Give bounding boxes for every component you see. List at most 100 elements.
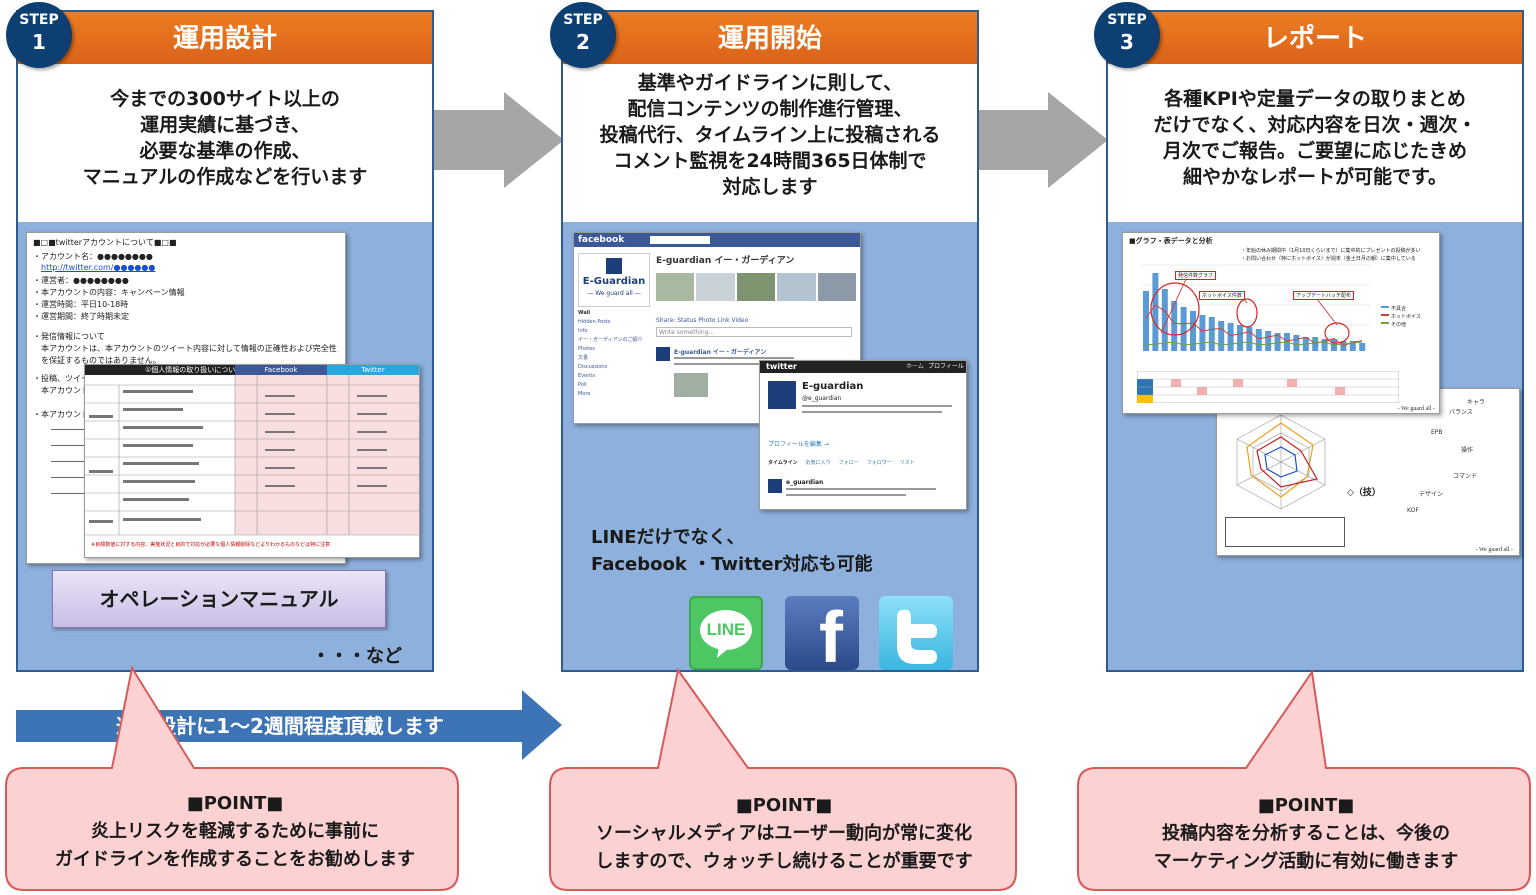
point-1-text: 炎上リスクを軽減するために事前に ガイドラインを作成することをお勧めします	[55, 821, 415, 870]
chart-note: ・お問い合わせ（特にホットボイス）が週末（金土日月の朝）に集中している	[1241, 256, 1416, 262]
step3-panel: レポート 各種KPIや定量データの取りまとめ だけでなく、対応内容を日次・週次・…	[1106, 10, 1524, 672]
report-bar	[1208, 317, 1215, 351]
step2-badge: STEP 2	[550, 2, 616, 68]
analysis-chart-report: ■グラフ・表データと分析 ・年始の休み期間中（1月10日くらいまで）に集中的にプ…	[1122, 232, 1440, 414]
facebook-post-photo	[674, 373, 708, 397]
facebook-nav-item[interactable]: イー・ガーディアンのご紹介	[578, 337, 643, 343]
report-bar	[1190, 311, 1196, 351]
facebook-search-input[interactable]	[650, 236, 710, 244]
facebook-nav-item[interactable]: Events	[578, 373, 595, 379]
photo-thumb	[736, 273, 776, 301]
guideline-doc-line: ・運営期間：終了時期未定	[33, 312, 129, 321]
point-1-title: ■POINT■	[186, 793, 284, 814]
point-3-text: 投稿内容を分析することは、今後の マーケティング活動に有効に働きます	[1153, 823, 1459, 872]
operation-manual-label: オペレーションマニュアル	[52, 570, 386, 628]
table-head-twitter: Twitter	[327, 365, 419, 375]
facebook-nav-item[interactable]: Photos	[578, 346, 595, 352]
eguardian-logo-mark	[606, 258, 622, 274]
radar-label: バランス	[1449, 409, 1473, 416]
report-bar	[1180, 307, 1187, 351]
flow-arrow-1-2	[432, 92, 564, 188]
twitter-tab[interactable]: お気に入り	[805, 460, 831, 466]
facebook-page-screenshot: facebook E-Guardian ― We guard all ― Wal…	[573, 232, 861, 424]
report-bar	[1246, 327, 1253, 351]
facebook-nav-item[interactable]: Discussions	[578, 364, 608, 370]
guideline-doc-line: http://twitter.com/●●●●●●	[41, 263, 156, 272]
step1-badge-number: 1	[32, 30, 46, 54]
twitter-nav-profile[interactable]: プロフィール	[928, 363, 964, 370]
chart-note: ・年始の休み期間中（1月10日くらいまで）に集中的にプレゼントの投稿が多い	[1241, 248, 1421, 254]
guideline-doc-line: ・発信情報について	[33, 332, 105, 341]
twitter-tweet-user: e_guardian	[786, 479, 824, 486]
facebook-post-text	[674, 357, 794, 359]
chart-legend-item: その他	[1391, 322, 1407, 328]
facebook-nav-item[interactable]: Wall	[578, 310, 591, 316]
table-footnote: ※目標数値に対する内容、実施状況と目的で対応が必要な個人情報削除などよりわかるも…	[91, 542, 331, 548]
doc-text-line	[51, 429, 91, 430]
radar-label: EPB	[1431, 429, 1443, 436]
point-bubble-3-shape	[1077, 669, 1531, 891]
design-period-arrow	[16, 690, 562, 760]
facebook-post-text	[674, 363, 774, 365]
point-bubble-1-shape	[5, 665, 459, 891]
radar-label: キャラ	[1467, 399, 1486, 406]
facebook-nav-item[interactable]: Poll	[578, 382, 587, 388]
twitter-bio	[802, 411, 942, 413]
twitter-name: E-guardian	[802, 381, 864, 392]
report-bar	[1161, 289, 1168, 351]
guideline-doc-line: ・本アカウントの内容：キャンペーン情報	[33, 288, 185, 297]
guideline-doc-line: ・本アカウントに対	[33, 410, 105, 419]
callout-label: ホットボイス件数	[1199, 291, 1245, 300]
report-bar	[1237, 325, 1243, 351]
step2-description: 基準やガイドラインに則して、 配信コンテンツの制作進行管理、 投稿代行、タイムラ…	[563, 64, 977, 222]
table-grid	[85, 375, 419, 536]
facebook-nav-item[interactable]: More	[578, 391, 591, 397]
facebook-icon-letter: f	[819, 598, 843, 670]
facebook-icon: f	[785, 596, 859, 670]
twitter-tab[interactable]: フォロー	[838, 460, 859, 466]
report-bar	[1218, 321, 1225, 351]
twitter-bio	[802, 405, 952, 407]
callout-label: 発信件数グラフ	[1175, 271, 1217, 280]
step1-title: 運用設計	[18, 12, 432, 64]
guideline-doc-line: ・運営者：●●●●●●●●	[33, 276, 129, 285]
twitter-tab[interactable]: タイムライン	[768, 460, 798, 466]
facebook-nav: Wall Hidden Posts Info イー・ガーディアンのご紹介 Pho…	[578, 309, 648, 399]
step2-badge-label: STEP	[563, 12, 603, 28]
chart-legend-swatches	[1381, 306, 1389, 324]
twitter-profile-screenshot: twitter ホーム プロフィール E-guardian @e_guardia…	[759, 360, 967, 510]
facebook-nav-item[interactable]: 文書	[578, 355, 589, 361]
twitter-nav-home[interactable]: ホーム	[906, 363, 924, 370]
guideline-table: ①個人情報の取り扱いについて Facebook Twitter	[84, 364, 420, 558]
twitter-tweet-text	[786, 488, 936, 490]
radar-label: デザイン	[1419, 491, 1444, 498]
point-3-title: ■POINT■	[1257, 795, 1355, 816]
point-2-text: ソーシャルメディアはユーザー動向が常に変化 しますので、ウォッチし続けることが重…	[595, 823, 973, 872]
twitter-profile-edit-link[interactable]: プロフィールを編集 →	[768, 441, 829, 448]
chart-legend-item: ホットボイス	[1391, 314, 1421, 320]
facebook-share-bar[interactable]: Share: Status Photo Link Video	[656, 317, 749, 324]
callout-label: アップデートバッチ配布	[1293, 291, 1355, 300]
facebook-topbar	[574, 233, 860, 247]
facebook-logo: E-Guardian ― We guard all ―	[578, 253, 650, 307]
radar-title: ◇（技）	[1347, 488, 1381, 498]
line-bubble-icon	[700, 610, 752, 658]
report-bar	[1312, 337, 1319, 351]
twitter-tab[interactable]: リスト	[899, 460, 915, 466]
report-bar-line-chart	[1141, 264, 1389, 351]
facebook-post-avatar	[656, 347, 670, 361]
step1-panel: 運用設計 今までの300サイト以上の 運用実績に基づき、 必要な基準の作成、 マ…	[16, 10, 434, 672]
photo-thumb	[777, 273, 816, 301]
facebook-nav-item[interactable]: Info	[578, 328, 588, 334]
facebook-write-input[interactable]: Write something...	[656, 327, 852, 337]
photo-thumb	[817, 273, 857, 301]
step3-description: 各種KPIや定量データの取りまとめ だけでなく、対応内容を日次・週次・ 月次でご…	[1108, 64, 1522, 222]
twitter-tab[interactable]: フォロワー	[866, 460, 892, 466]
report-bar	[1274, 333, 1281, 351]
twitter-tabs: タイムライン お気に入り フォロー フォロワー リスト	[768, 459, 958, 466]
radar-label: KOF	[1407, 507, 1419, 514]
photo-thumb	[696, 273, 735, 301]
facebook-photo-strip	[656, 273, 857, 301]
facebook-nav-item[interactable]: Hidden Posts	[578, 319, 611, 325]
report-bar	[1265, 331, 1272, 351]
